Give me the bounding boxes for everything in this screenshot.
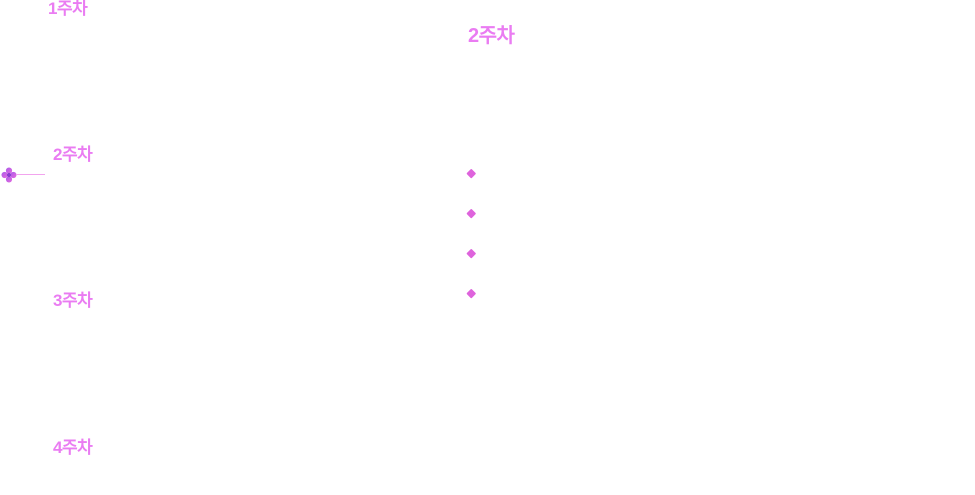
flower-icon: [1, 167, 17, 183]
list-item: [466, 273, 487, 313]
timeline-connector-line: [16, 174, 45, 175]
bullet-list: [466, 153, 487, 313]
list-item: [466, 233, 487, 273]
diamond-icon: [466, 248, 476, 258]
section-heading: 2주차: [468, 25, 515, 47]
list-item: [466, 193, 487, 233]
list-item: [466, 153, 487, 193]
diamond-icon: [466, 288, 476, 298]
timeline-week-4-label: 4주차: [53, 438, 93, 457]
diamond-icon: [466, 168, 476, 178]
timeline-week-1-label: 1주차: [48, 0, 88, 18]
diamond-icon: [466, 208, 476, 218]
timeline-week-3-label: 3주차: [53, 291, 93, 310]
timeline-week-2-label: 2주차: [53, 145, 93, 164]
